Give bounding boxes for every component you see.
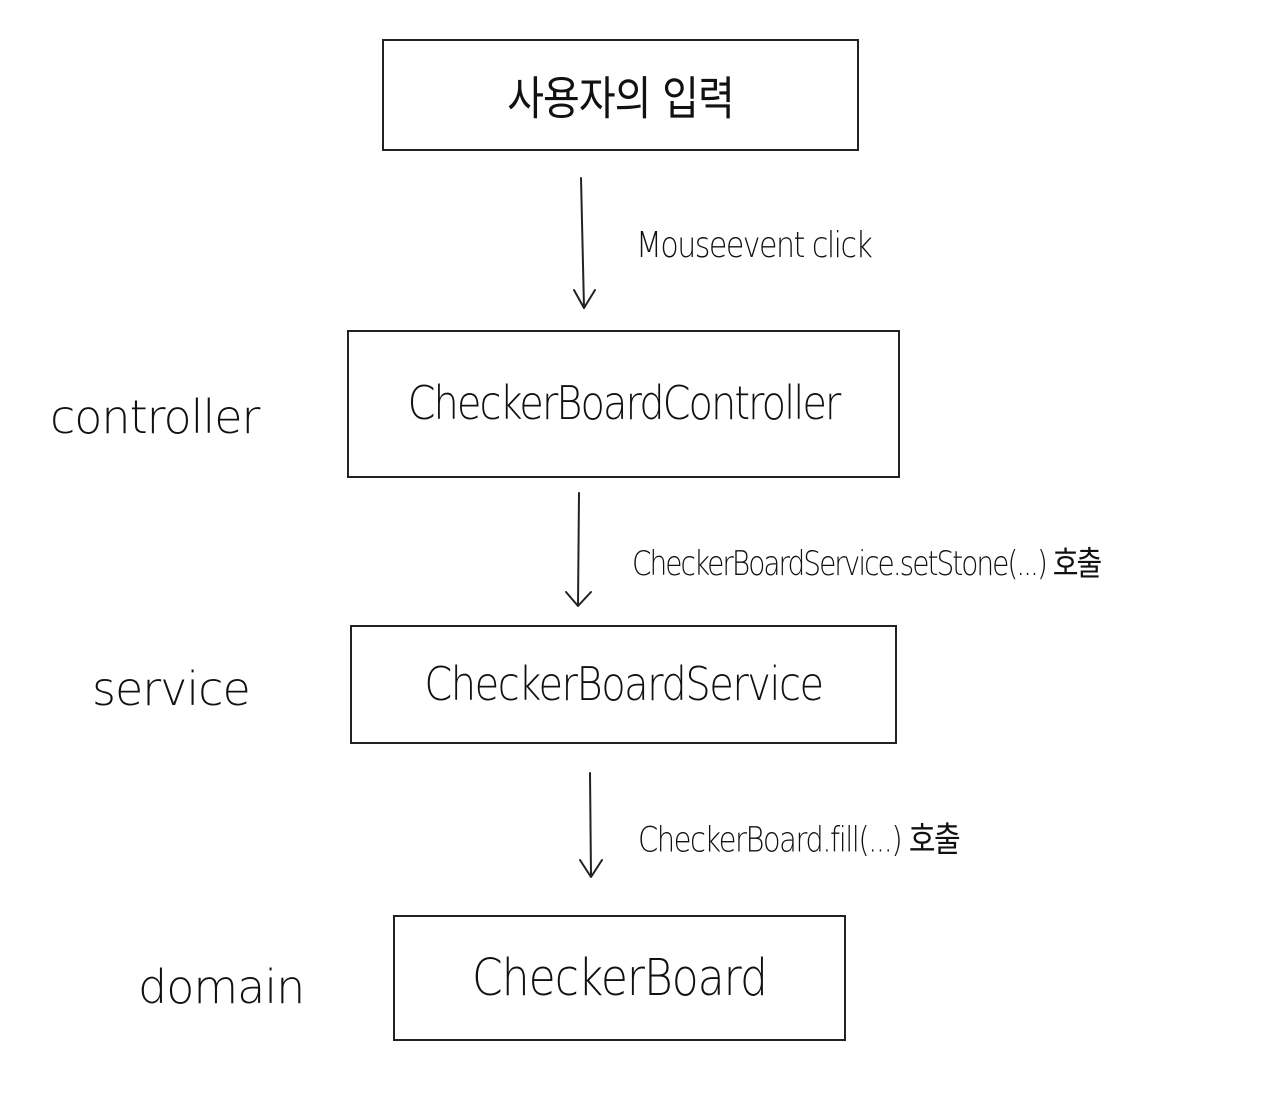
arrow-input-to-controller [573,177,596,309]
domain-box-label: CheckerBoard [472,948,768,1008]
edge-label-fill: CheckerBoard.fill(...) 호출 [638,819,961,860]
arrow-controller-to-service [565,492,592,607]
domain-layer-label: domain [138,960,305,1014]
service-layer-label: service [92,662,251,716]
arrow-service-to-domain [579,772,603,878]
user-input-label: 사용자의 입력 [507,73,735,127]
controller-box-label: CheckerBoardController [407,377,842,431]
service-box-label: CheckerBoardService [424,658,824,711]
service-box: CheckerBoardService [350,625,897,744]
controller-box: CheckerBoardController [347,330,900,478]
edge-label-set-stone: CheckerBoardService.setStone(...) 호출 [632,544,1102,584]
controller-layer-label: controller [50,390,260,444]
edge-label-mouseevent: Mouseevent click [636,224,873,267]
user-input-box: 사용자의 입력 [382,39,859,151]
domain-box: CheckerBoard [393,915,846,1041]
